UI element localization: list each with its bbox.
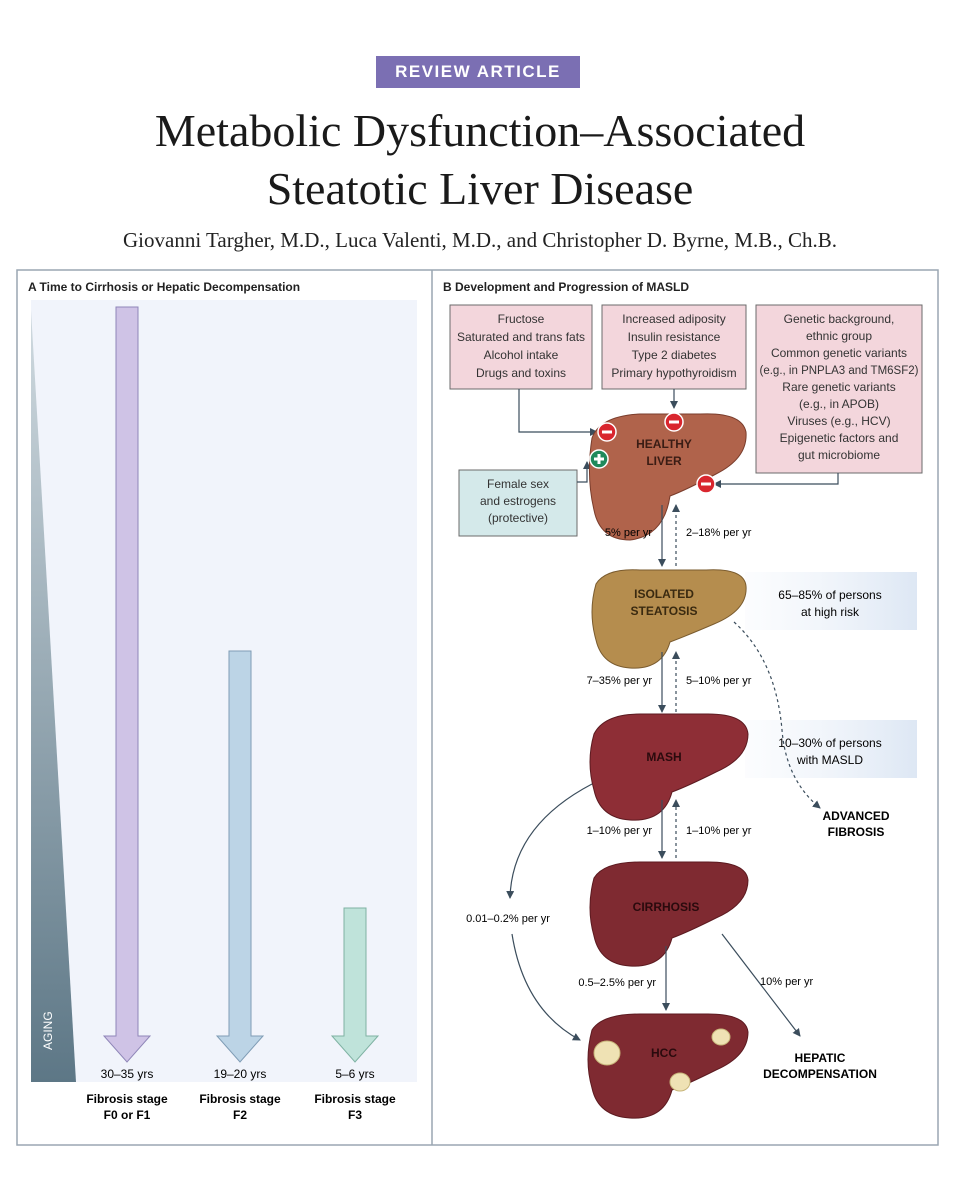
review-article-badge: REVIEW ARTICLE (376, 56, 580, 88)
rate-mash-to-steatosis: 5–10% per yr (686, 675, 752, 687)
bar-1-duration: 30–35 yrs (101, 1067, 154, 1081)
hcc-tumor-icon (669, 1072, 691, 1092)
minus-badge-icon (597, 422, 617, 442)
risk-box-genetic-line: (e.g., in PNPLA3 and TM6SF2) (760, 365, 919, 377)
arrow-genetic-to-liver (713, 473, 839, 488)
risk-box-diet-line: Drugs and toxins (476, 366, 566, 380)
healthy-liver-illustration (588, 413, 747, 541)
cirrhosis-liver-illustration (589, 861, 749, 967)
rate-cirrhosis-to-hcc: 0.5–2.5% per yr (578, 977, 656, 989)
protective-box-line: Female sex (487, 477, 549, 491)
bar-f3 (330, 907, 380, 1063)
bar-3-stage-line2: F3 (348, 1108, 362, 1122)
bar-2-duration: 19–20 yrs (214, 1067, 267, 1081)
risk-box-metabolic-line: Increased adiposity (622, 312, 725, 326)
mash-note-panel (745, 720, 917, 778)
bar-f2 (215, 650, 265, 1063)
steatosis-note-line: at high risk (801, 605, 860, 619)
bar-1-stage-line2: F0 or F1 (104, 1108, 151, 1122)
healthy-liver-label: HEALTHY (636, 437, 692, 451)
mash-note-line: 10–30% of persons (778, 736, 881, 750)
bar-f0-f1 (102, 306, 152, 1063)
aging-wedge (31, 310, 76, 1082)
title-line-2: Steatotic Liver Disease (266, 163, 694, 214)
risk-box-metabolic-line: Type 2 diabetes (632, 348, 717, 362)
risk-box-metabolic (601, 304, 747, 390)
mash-liver-illustration (589, 713, 749, 821)
arrow-protective-to-liver (577, 461, 591, 483)
arrow-diet-to-liver (518, 389, 598, 436)
risk-box-genetic-line: Epigenetic factors and (780, 431, 899, 445)
hcc-tumor-icon (593, 1040, 621, 1066)
arrow-mash-to-hcc (511, 933, 581, 1041)
minus-badge-icon (664, 412, 684, 432)
advanced-fibrosis-label: ADVANCED (822, 809, 889, 823)
hcc-liver-illustration (587, 1013, 749, 1119)
article-title: Metabolic Dysfunction–Associated Steatot… (0, 102, 960, 218)
aging-label: AGING (41, 1011, 55, 1050)
risk-box-genetic-line: Rare genetic variants (782, 380, 895, 394)
risk-box-genetic-line: Common genetic variants (771, 346, 907, 360)
plus-badge-icon (589, 449, 609, 469)
risk-box-metabolic-line: Primary hypothyroidism (611, 366, 736, 380)
bar-2-stage-line1: Fibrosis stage (199, 1092, 281, 1106)
rate-mash-to-cirrhosis: 1–10% per yr (587, 825, 653, 837)
panel-a-title: A Time to Cirrhosis or Hepatic Decompens… (28, 280, 300, 294)
risk-box-genetic-line: (e.g., in APOB) (799, 397, 879, 411)
steatosis-note-line: 65–85% of persons (778, 588, 881, 602)
protective-box-line: (protective) (488, 511, 548, 525)
risk-box-genetic-line: Genetic background, (784, 312, 895, 326)
risk-box-genetic (755, 304, 923, 474)
panel-b: B Development and Progression of MASLD F… (443, 280, 923, 1119)
minus-badge-icon (696, 474, 716, 494)
risk-box-genetic-line: ethnic group (806, 329, 872, 343)
panel-b-title: B Development and Progression of MASLD (443, 280, 689, 294)
arrow-mash-to-hcc-upper (506, 783, 593, 899)
rate-mash-to-hcc: 0.01–0.2% per yr (466, 913, 550, 925)
risk-box-diet-line: Alcohol intake (484, 348, 559, 362)
bar-2-stage-line2: F2 (233, 1108, 247, 1122)
advanced-fibrosis-label: FIBROSIS (828, 825, 885, 839)
rate-cirrhosis-to-decompensation: 10% per yr (760, 976, 814, 988)
protective-box-line: and estrogens (480, 494, 556, 508)
title-line-1: Metabolic Dysfunction–Associated (154, 105, 806, 156)
bar-1-stage-line1: Fibrosis stage (86, 1092, 168, 1106)
hepatic-decompensation-label: DECOMPENSATION (763, 1067, 877, 1081)
rate-steatosis-to-mash: 7–35% per yr (587, 675, 653, 687)
bar-3-stage-line1: Fibrosis stage (314, 1092, 396, 1106)
hcc-liver-label: HCC (651, 1046, 677, 1060)
rate-healthy-to-steatosis: 5% per yr (605, 527, 652, 539)
panel-a: A Time to Cirrhosis or Hepatic Decompens… (28, 280, 417, 1122)
risk-box-metabolic-line: Insulin resistance (628, 330, 721, 344)
steatosis-note-panel (745, 572, 917, 630)
hepatic-decompensation-label: HEPATIC (795, 1051, 846, 1065)
authors-line: Giovanni Targher, M.D., Luca Valenti, M.… (123, 228, 837, 252)
steatosis-liver-label: ISOLATED (634, 587, 694, 601)
bar-3-duration: 5–6 yrs (335, 1067, 374, 1081)
arrow-to-advanced-fibrosis (733, 621, 821, 809)
steatosis-liver-illustration (591, 569, 747, 669)
protective-box (458, 469, 578, 537)
risk-box-diet (449, 304, 593, 390)
cirrhosis-liver-label: CIRRHOSIS (633, 900, 700, 914)
mash-note-line: with MASLD (796, 753, 863, 767)
hcc-tumor-icon (711, 1028, 731, 1046)
risk-box-diet-line: Saturated and trans fats (457, 330, 585, 344)
arrow-cirrhosis-to-decompensation (721, 933, 801, 1037)
rate-cirrhosis-to-mash: 1–10% per yr (686, 825, 752, 837)
risk-box-genetic-line: gut microbiome (798, 448, 880, 462)
healthy-liver-label: LIVER (646, 454, 682, 468)
mash-liver-label: MASH (646, 750, 681, 764)
steatosis-liver-label: STEATOSIS (631, 604, 698, 618)
risk-box-genetic-line: Viruses (e.g., HCV) (787, 414, 890, 428)
rate-steatosis-to-healthy: 2–18% per yr (686, 527, 752, 539)
risk-box-diet-line: Fructose (498, 312, 545, 326)
